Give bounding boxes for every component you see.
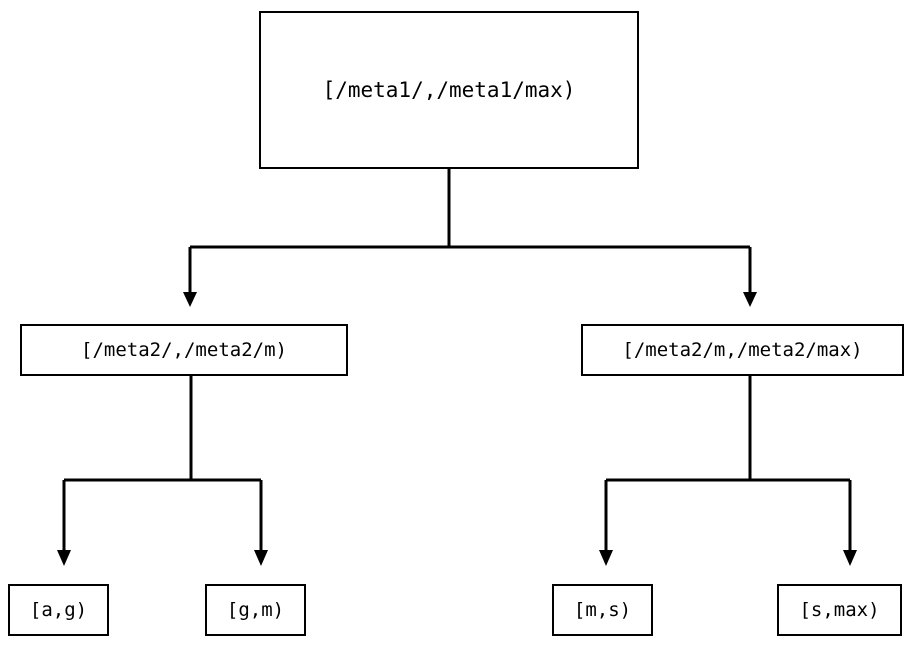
edge-midleft-to-leaves-group [57, 376, 268, 566]
tree-node-root-label: [/meta1/,/meta1/max) [322, 78, 576, 102]
tree-node-mid-left[interactable]: [/meta2/,/meta2/m) [20, 324, 348, 376]
tree-node-leaf-ag[interactable]: [a,g) [8, 584, 109, 636]
edge-root-to-mid-group [183, 169, 757, 307]
tree-node-mid-right-label: [/meta2/m,/meta2/max) [622, 339, 863, 361]
arrowhead-mid-right [743, 292, 757, 307]
tree-node-leaf-ms[interactable]: [m,s) [552, 584, 653, 636]
tree-node-leaf-ag-label: [a,g) [29, 599, 88, 621]
tree-node-leaf-gm[interactable]: [g,m) [205, 584, 306, 636]
arrowhead-leaf-smax [843, 550, 857, 566]
arrowhead-leaf-gm [254, 550, 268, 566]
tree-node-root[interactable]: [/meta1/,/meta1/max) [259, 11, 639, 169]
arrowhead-leaf-ms [599, 550, 613, 566]
tree-node-mid-right[interactable]: [/meta2/m,/meta2/max) [581, 324, 904, 376]
edge-midright-to-leaves-group [599, 376, 857, 566]
tree-node-leaf-smax[interactable]: [s,max) [777, 584, 902, 636]
tree-node-mid-left-label: [/meta2/,/meta2/m) [81, 339, 287, 361]
arrowhead-mid-left [183, 292, 197, 307]
tree-node-leaf-gm-label: [g,m) [226, 599, 285, 621]
tree-node-leaf-ms-label: [m,s) [573, 599, 632, 621]
tree-node-leaf-smax-label: [s,max) [799, 599, 880, 621]
arrowhead-leaf-ag [57, 550, 71, 566]
